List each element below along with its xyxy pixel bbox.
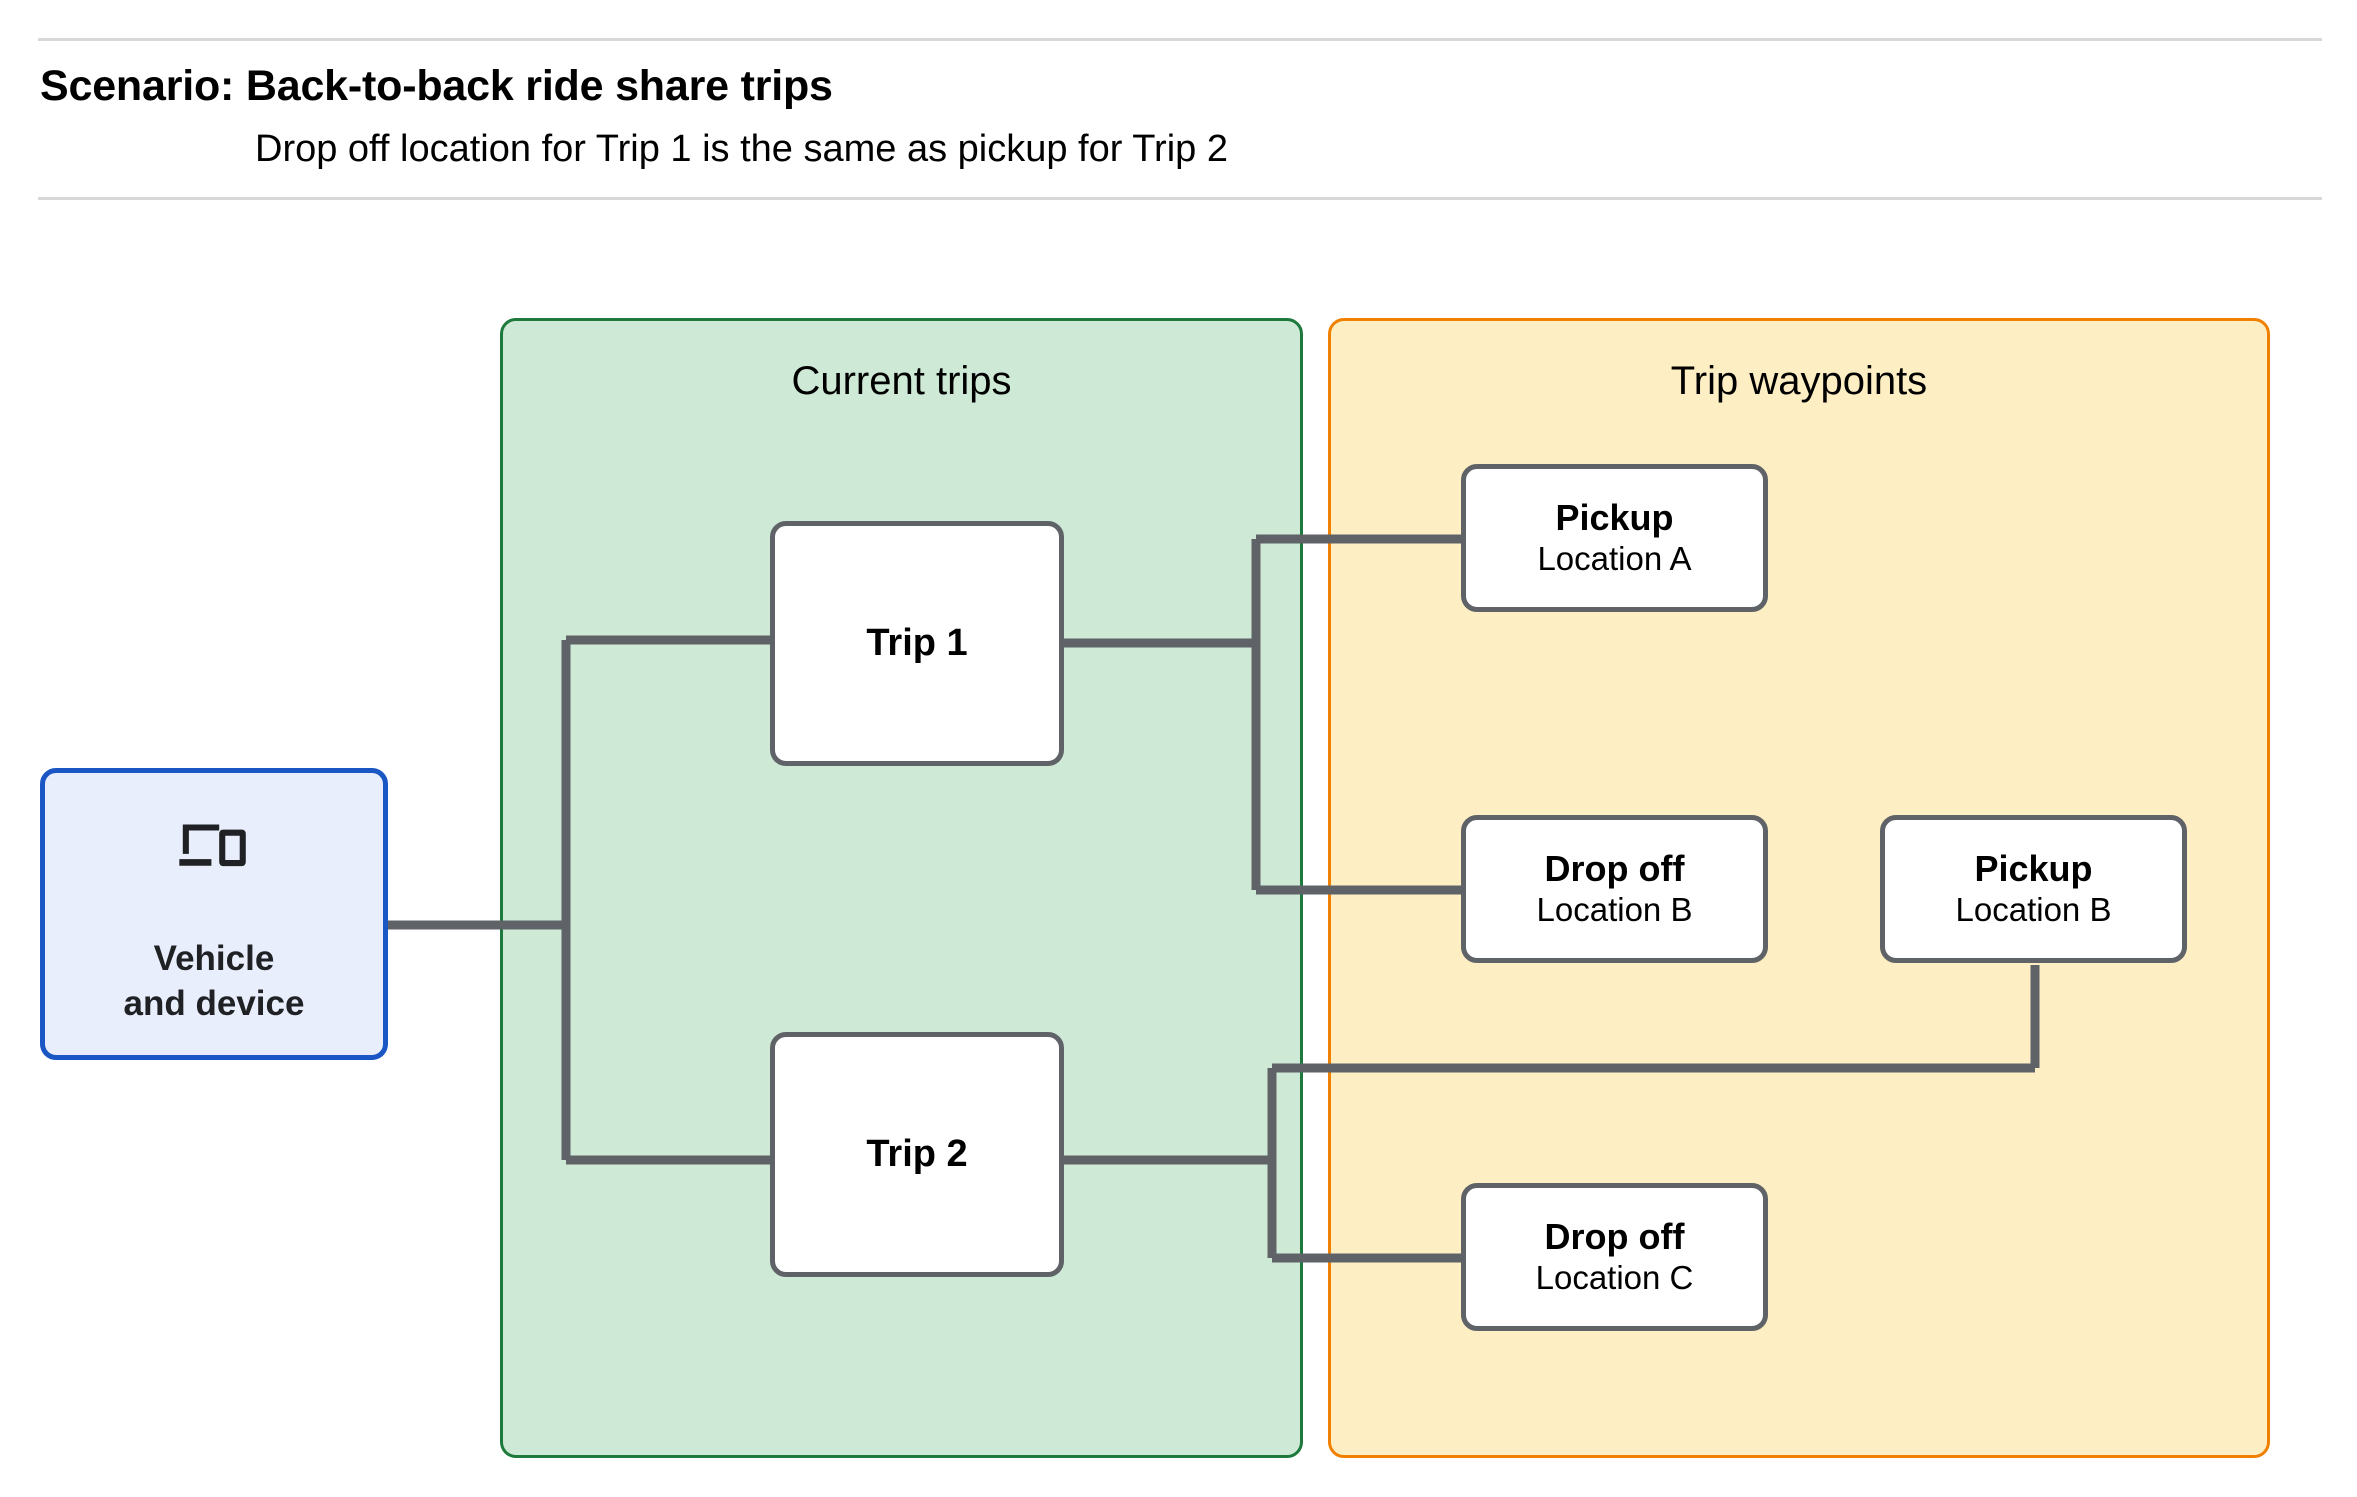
page-header: Scenario: Back-to-back ride share trips … <box>0 0 2357 200</box>
node-pickup-b-title: Pickup <box>1974 847 2093 889</box>
group-current-trips: Current trips <box>500 318 1303 1458</box>
page-title: Scenario: Back-to-back ride share trips <box>40 62 833 110</box>
node-trip-1-label: Trip 1 <box>866 622 968 665</box>
node-dropoff-b-title: Drop off <box>1544 847 1685 889</box>
node-dropoff-b-location: Location B <box>1536 891 1693 929</box>
node-pickup-a[interactable]: Pickup Location A <box>1461 464 1768 612</box>
node-dropoff-b[interactable]: Drop off Location B <box>1461 815 1768 963</box>
node-trip-2[interactable]: Trip 2 <box>770 1032 1064 1277</box>
node-pickup-b-location: Location B <box>1955 891 2112 929</box>
node-pickup-a-location: Location A <box>1537 540 1692 578</box>
node-dropoff-c-location: Location C <box>1535 1259 1694 1297</box>
group-current-trips-title: Current trips <box>791 359 1012 403</box>
vehicle-and-device-label: Vehicle and device <box>123 939 305 1023</box>
node-pickup-b[interactable]: Pickup Location B <box>1880 815 2187 963</box>
header-divider-top <box>38 38 2322 41</box>
header-divider-bottom <box>38 197 2322 200</box>
devices-icon <box>179 824 246 867</box>
page-subtitle: Drop off location for Trip 1 is the same… <box>255 128 1228 170</box>
node-vehicle-and-device[interactable]: Vehicle and device <box>40 768 388 1060</box>
node-dropoff-c-title: Drop off <box>1544 1215 1685 1257</box>
node-trip-1[interactable]: Trip 1 <box>770 521 1064 766</box>
node-trip-2-label: Trip 2 <box>866 1133 968 1176</box>
node-pickup-a-title: Pickup <box>1555 496 1674 538</box>
group-trip-waypoints-title: Trip waypoints <box>1670 359 1928 403</box>
node-dropoff-c[interactable]: Drop off Location C <box>1461 1183 1768 1331</box>
